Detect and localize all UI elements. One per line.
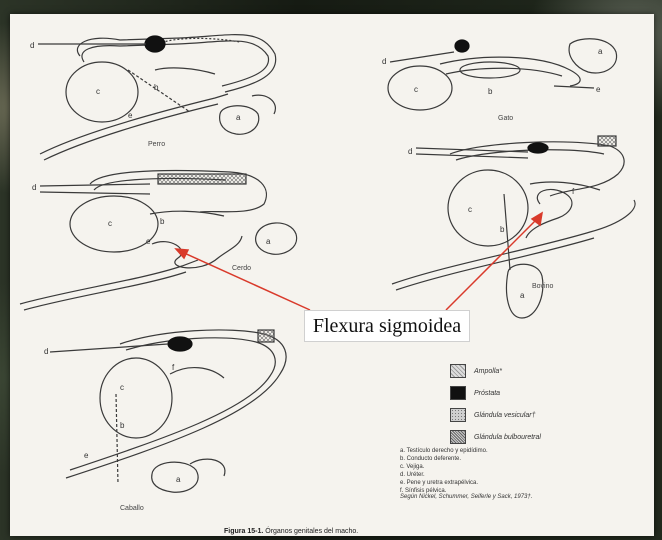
flexura-sigmoidea-label: Flexura sigmoidea <box>304 310 470 342</box>
key-item: b. Conducto deferente. <box>400 455 650 463</box>
key-item: d. Uréter. <box>400 471 650 479</box>
diagram-caballo <box>50 330 286 492</box>
label-d-perro: d <box>30 41 34 50</box>
legend-swatch-ampolla <box>450 364 466 378</box>
legend-label: Próstata <box>474 390 500 397</box>
label-d-gato: d <box>382 57 386 66</box>
label-f-caballo: f <box>172 363 175 372</box>
key-item: e. Pene y uretra extrapélvica. <box>400 479 650 487</box>
species-perro: Perro <box>148 141 165 148</box>
legend-label: Ampolla* <box>474 368 502 375</box>
label-c-cerdo: c <box>108 219 112 228</box>
label-b-gato: b <box>488 87 493 96</box>
citation: Según Nickel, Schummer, Seiferle y Sack,… <box>400 494 532 500</box>
figure-caption: Figura 15-1. Órganos genitales del macho… <box>224 528 358 535</box>
label-d-bovino: d <box>408 147 412 156</box>
key-item: a. Testículo derecho y epidídimo. <box>400 447 650 455</box>
label-c-gato: c <box>414 85 418 94</box>
label-c-bovino: c <box>468 205 472 214</box>
label-a-cerdo: a <box>266 237 271 246</box>
flexura-arrows <box>176 213 542 310</box>
legend-swatch-glandula-bulbouretral <box>450 430 466 444</box>
label-e-gato: e <box>596 85 601 94</box>
species-bovino: Bovino <box>532 283 554 290</box>
label-d-cerdo: d <box>32 183 36 192</box>
legend: Ampolla* Próstata Glándula vesicular† Gl… <box>450 360 660 448</box>
figure-title: Órganos genitales del macho. <box>265 528 358 535</box>
figure-number: Figura 15-1. <box>224 528 263 535</box>
label-c-perro: c <box>96 87 100 96</box>
legend-swatch-prostata <box>450 386 466 400</box>
label-a-caballo: a <box>176 475 181 484</box>
figure-page: d c b e a Perro d c b e a Gato <box>10 14 654 536</box>
legend-item-ampolla: Ampolla* <box>450 360 660 382</box>
label-a-perro: a <box>236 113 241 122</box>
label-a-bovino: a <box>520 291 525 300</box>
label-b-caballo: b <box>120 421 125 430</box>
label-b-bovino: b <box>500 225 505 234</box>
legend-label: Glándula vesicular† <box>474 412 535 419</box>
legend-label: Glándula bulbouretral <box>474 434 541 441</box>
diagram-cerdo <box>20 171 297 311</box>
label-b-cerdo: b <box>160 217 165 226</box>
diagram-gato <box>388 39 617 110</box>
label-d-caballo: d <box>44 347 48 356</box>
species-gato: Gato <box>498 115 513 122</box>
legend-swatch-glandula-vesicular <box>450 408 466 422</box>
label-a-gato: a <box>598 47 603 56</box>
key-item: c. Vejiga. <box>400 463 650 471</box>
label-e-caballo: e <box>84 451 89 460</box>
label-e-cerdo: e <box>146 237 151 246</box>
species-cerdo: Cerdo <box>232 265 251 272</box>
legend-item-glandula-bulbouretral: Glándula bulbouretral <box>450 426 660 448</box>
label-c-caballo: c <box>120 383 124 392</box>
label-b-perro: b <box>154 83 159 92</box>
diagram-bovino <box>392 136 635 318</box>
species-caballo: Caballo <box>120 505 144 512</box>
legend-item-prostata: Próstata <box>450 382 660 404</box>
label-e-perro: e <box>128 111 133 120</box>
legend-item-glandula-vesicular: Glándula vesicular† <box>450 404 660 426</box>
label-f-bovino: f <box>572 187 575 196</box>
parts-key: a. Testículo derecho y epidídimo. b. Con… <box>400 447 650 495</box>
